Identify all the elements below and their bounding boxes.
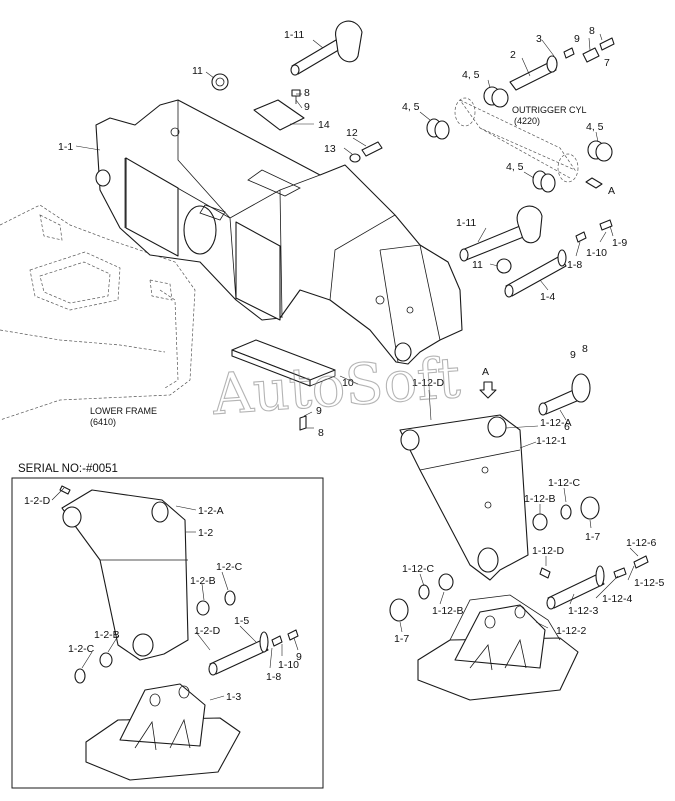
callout-1-12-d-mid: 1-12-D (532, 545, 565, 557)
pin-1-11-top (290, 20, 363, 76)
callout-1-12-6: 1-12-6 (626, 537, 657, 549)
callout-8-top: 8 (304, 87, 310, 99)
callout-8-r: 8 (589, 25, 595, 37)
pin-6 (538, 373, 591, 416)
pin-2 (509, 37, 615, 91)
bushings-inset (74, 590, 236, 684)
lower-frame-outline (0, 204, 196, 421)
callout-1-7-r: 1-7 (585, 531, 600, 543)
callout-45-b: 4, 5 (402, 101, 420, 113)
callout-9-mid: 9 (570, 349, 576, 361)
callout-1-2: 1-2 (198, 527, 213, 539)
outrigger-cylinder-ghost (454, 97, 579, 183)
outrigger-note: OUTRIGGER CYL (4220) (512, 105, 587, 126)
callout-1-8: 1-8 (567, 259, 582, 271)
callout-1-4: 1-4 (540, 291, 555, 303)
lower-frame-note-line1: LOWER FRAME (90, 406, 157, 416)
callout-1-2-d-b: 1-2-D (194, 625, 221, 637)
outrigger-box-1-1 (95, 99, 463, 365)
callout-10: 10 (342, 377, 354, 389)
plate-10 (231, 339, 336, 431)
callout-45-c: 4, 5 (586, 121, 604, 133)
callout-7-r: 7 (604, 57, 610, 69)
callout-1-1: 1-1 (58, 141, 73, 153)
view-marker-a-mid-label: A (482, 366, 489, 378)
callout-1-12-2: 1-12-2 (556, 625, 587, 637)
bolt-12-washer-13 (349, 141, 383, 163)
pad-1-3 (85, 683, 241, 781)
callout-1-12-d-top: 1-12-D (412, 377, 445, 389)
bushing-11-mid (496, 258, 512, 274)
callout-1-11-top: 1-11 (284, 29, 304, 41)
callout-1-2-d-a: 1-2-D (24, 495, 51, 507)
plate-14 (253, 89, 305, 131)
callout-1-2-c-b: 1-2-C (68, 643, 95, 655)
callout-9-r: 9 (574, 33, 580, 45)
callout-1-11-mid: 1-11 (456, 217, 476, 229)
pin-1-11-mid (459, 205, 543, 262)
lower-frame-note-line2: (6410) (90, 417, 116, 427)
callout-1-8-box: 1-8 (266, 671, 281, 683)
pin-1-5 (208, 629, 299, 676)
callout-1-10: 1-10 (586, 247, 607, 259)
callout-1-12-3: 1-12-3 (568, 605, 599, 617)
pad-arm-1-12-1 (399, 414, 529, 581)
callout-14: 14 (318, 119, 330, 131)
callout-8-mid: 8 (582, 343, 588, 355)
callout-1-9: 1-9 (612, 237, 627, 249)
callout-45-d: 4, 5 (506, 161, 524, 173)
callout-1-12-c-l: 1-12-C (402, 563, 435, 575)
pin-1-12-3 (546, 555, 649, 610)
callout-2: 2 (510, 49, 516, 61)
callout-11-mid: 11 (472, 259, 483, 271)
lower-frame-note: LOWER FRAME (6410) (90, 406, 157, 427)
callout-13: 13 (324, 143, 336, 155)
bushing-11-top (211, 73, 229, 91)
serial-label: SERIAL NO:-#0051 (18, 463, 118, 475)
pad-1-12-2 (417, 594, 579, 701)
callout-8-lr: 8 (318, 427, 324, 439)
callout-1-2-b-b: 1-2-B (94, 629, 120, 641)
pin-1-4 (504, 219, 613, 298)
outrigger-note-line1: OUTRIGGER CYL (512, 105, 587, 115)
callout-1-12-c-r: 1-12-C (548, 477, 581, 489)
view-marker-a-mid: A (479, 366, 497, 399)
callout-1-7-l: 1-7 (394, 633, 409, 645)
callout-9-lr: 9 (316, 405, 322, 417)
callout-1-3: 1-3 (226, 691, 241, 703)
callout-1-12-b-l: 1-12-B (432, 605, 464, 617)
bushings-right (389, 496, 600, 622)
callout-1-12-a: 1-12-A (540, 417, 572, 429)
callout-9-box: 9 (296, 651, 302, 663)
serial-inset-frame (11, 477, 324, 789)
view-arrow-a-top (585, 177, 603, 189)
outrigger-note-line2: (4220) (514, 116, 540, 126)
callout-6: 6 (564, 421, 570, 433)
callout-9-top: 9 (304, 101, 310, 113)
callout-1-12-4: 1-12-4 (602, 593, 633, 605)
view-marker-a-top: A (608, 185, 615, 197)
callout-1-10-box: 1-10 (278, 659, 299, 671)
callout-45-a: 4, 5 (462, 69, 480, 81)
leader-lines (51, 33, 639, 701)
callout-1-2-a: 1-2-A (198, 505, 224, 517)
seal-rings-4-5 (426, 86, 613, 193)
pad-arm-1-2 (59, 485, 189, 661)
callout-1-12-5: 1-12-5 (634, 577, 665, 589)
callout-1-2-c-a: 1-2-C (216, 561, 243, 573)
callout-1-12-1: 1-12-1 (536, 435, 567, 447)
callout-12: 12 (346, 127, 358, 139)
callout-1-12-b-r: 1-12-B (524, 493, 556, 505)
callout-1-5: 1-5 (234, 615, 249, 627)
callout-3: 3 (536, 33, 542, 45)
callout-1-2-b-a: 1-2-B (190, 575, 216, 587)
callout-11-top: 11 (192, 65, 203, 77)
